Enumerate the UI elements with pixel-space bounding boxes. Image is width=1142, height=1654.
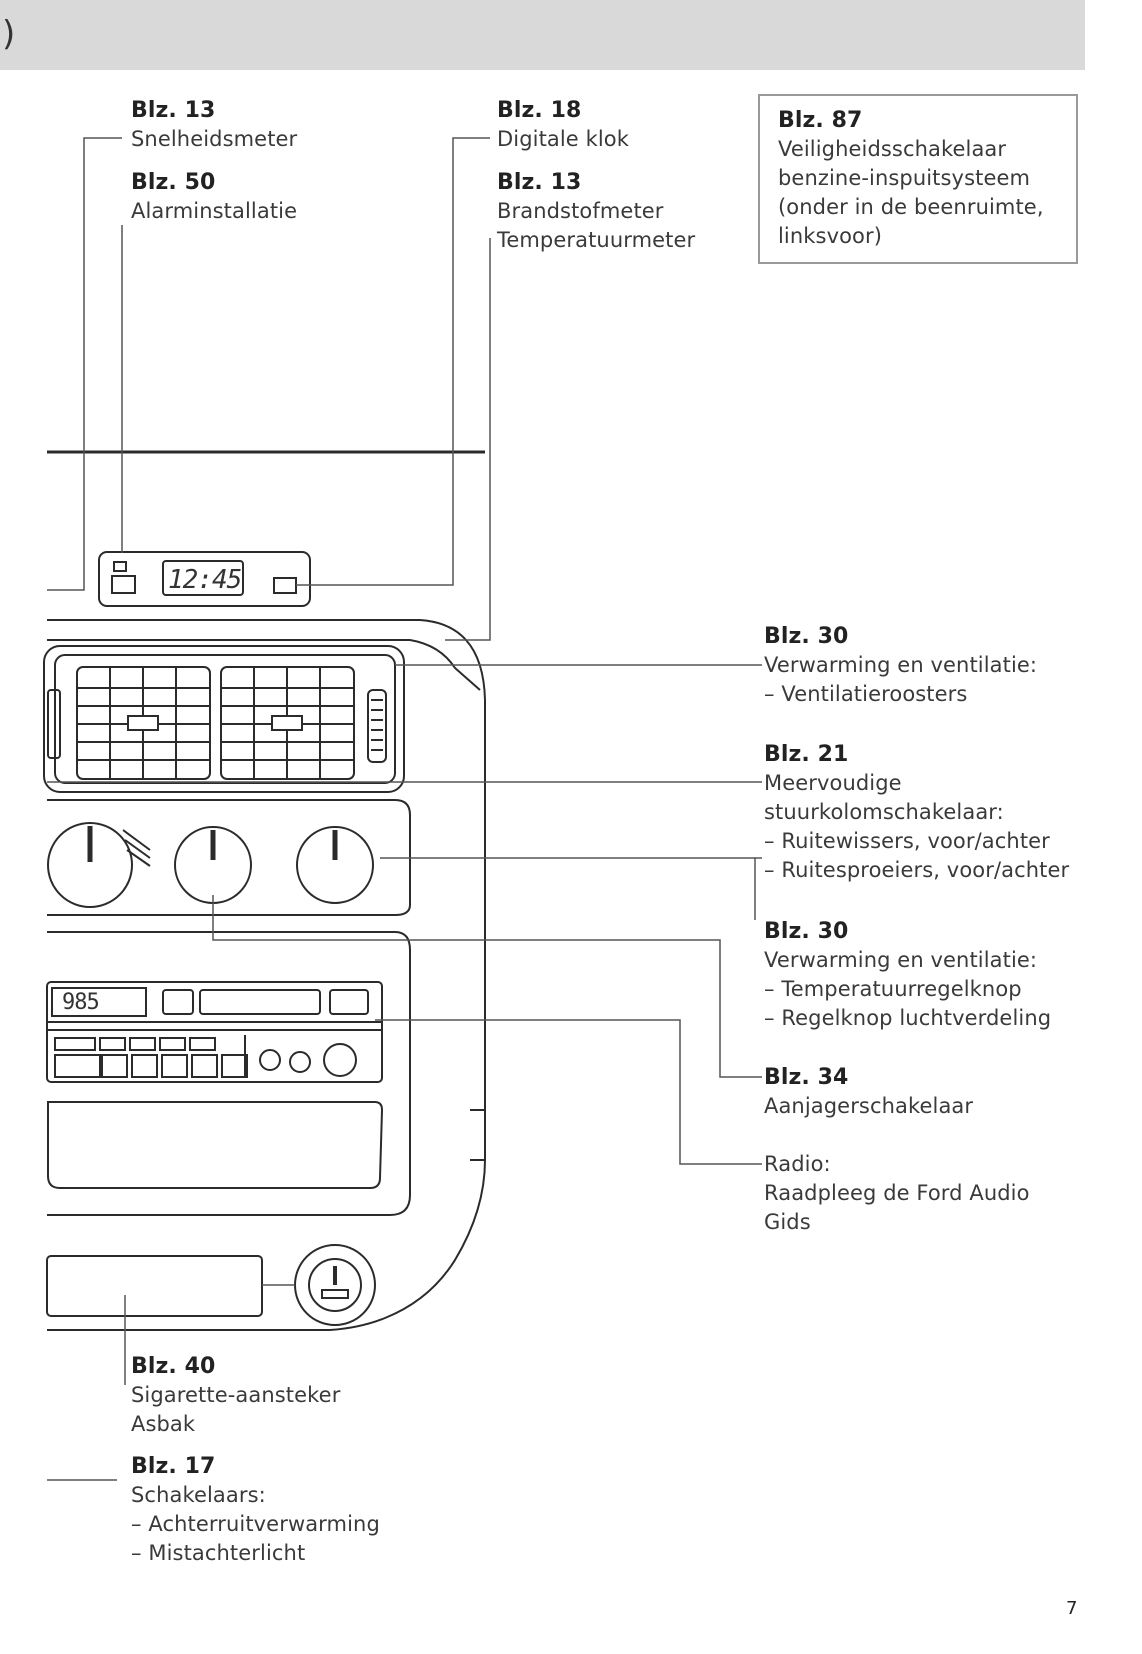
callout-text: Gids: [764, 1210, 811, 1234]
callout-heating-controls: Blz. 30 Verwarming en ventilatie: – Temp…: [764, 917, 1051, 1033]
callout-ref: Blz. 18: [497, 98, 582, 123]
callout-text: Veiligheidsschakelaar: [778, 137, 1007, 161]
callout-lighter: Blz. 40 Sigarette-aansteker Asbak: [131, 1352, 340, 1439]
callout-text: Sigarette-aansteker: [131, 1383, 341, 1407]
callout-text: – Achterruitverwarming: [131, 1512, 380, 1536]
callout-text: Asbak: [131, 1412, 196, 1436]
callout-clock: Blz. 18 Digitale klok: [497, 96, 629, 154]
callout-text: – Ruitesproeiers, voor/achter: [764, 858, 1070, 882]
clock-display: 12:45: [168, 565, 242, 595]
callout-blower: Blz. 34 Aanjagerschakelaar: [764, 1063, 973, 1121]
safety-switch-box: [758, 94, 1078, 264]
callout-text: Schakelaars:: [131, 1483, 266, 1507]
callout-radio: Radio: Raadpleeg de Ford Audio Gids: [764, 1150, 1030, 1237]
callout-ref: Blz. 13: [497, 170, 582, 195]
callout-text: linksvoor): [778, 224, 883, 248]
callout-ref: Blz. 50: [131, 170, 216, 195]
callout-ref: Blz. 34: [764, 1065, 849, 1090]
callout-text: – Ventilatieroosters: [764, 682, 968, 706]
callout-ref: Blz. 30: [764, 624, 849, 649]
callout-gauges: Blz. 13 Brandstofmeter Temperatuurmeter: [497, 168, 695, 255]
callout-safety-switch: Blz. 87 Veiligheidsschakelaar benzine-in…: [778, 106, 1044, 251]
callout-text: stuurkolomschakelaar:: [764, 800, 1004, 824]
callout-text: Digitale klok: [497, 127, 630, 151]
callout-alarm: Blz. 50 Alarminstallatie: [131, 168, 297, 226]
callout-text: Brandstofmeter: [497, 199, 664, 223]
callout-switches: Blz. 17 Schakelaars: – Achterruitverwarm…: [131, 1452, 380, 1568]
callout-text: (onder in de beenruimte,: [778, 195, 1044, 219]
callout-text: benzine-inspuitsysteem: [778, 166, 1031, 190]
callout-text: Verwarming en ventilatie:: [764, 948, 1038, 972]
callout-column-switch: Blz. 21 Meervoudige stuurkolomschakelaar…: [764, 740, 1069, 885]
header-mark: ): [2, 14, 16, 54]
callout-text: Meervoudige: [764, 771, 902, 795]
callout-text: Temperatuurmeter: [497, 228, 696, 252]
callout-ref: Blz. 87: [778, 108, 863, 133]
page-number: 7: [1066, 1598, 1078, 1619]
callout-text: – Mistachterlicht: [131, 1541, 306, 1565]
callout-text: – Ruitewissers, voor/achter: [764, 829, 1050, 853]
callout-ref: Blz. 30: [764, 919, 849, 944]
callout-ref: Blz. 17: [131, 1454, 216, 1479]
radio-display: 985: [62, 990, 100, 1015]
callout-text: – Temperatuurregelknop: [764, 977, 1022, 1001]
header-bar: ): [0, 0, 1085, 70]
callout-text: Raadpleeg de Ford Audio: [764, 1181, 1030, 1205]
callout-text: Snelheidsmeter: [131, 127, 298, 151]
callout-text: Alarminstallatie: [131, 199, 298, 223]
callout-ref: Blz. 21: [764, 742, 849, 767]
callout-ref: Blz. 13: [131, 98, 216, 123]
callout-speedometer: Blz. 13 Snelheidsmeter: [131, 96, 297, 154]
callout-text: Radio:: [764, 1152, 831, 1176]
callout-text: Aanjagerschakelaar: [764, 1094, 974, 1118]
callout-vents: Blz. 30 Verwarming en ventilatie: – Vent…: [764, 622, 1037, 709]
callout-text: – Regelknop luchtverdeling: [764, 1006, 1052, 1030]
callout-text: Verwarming en ventilatie:: [764, 653, 1038, 677]
callout-ref: Blz. 40: [131, 1354, 216, 1379]
